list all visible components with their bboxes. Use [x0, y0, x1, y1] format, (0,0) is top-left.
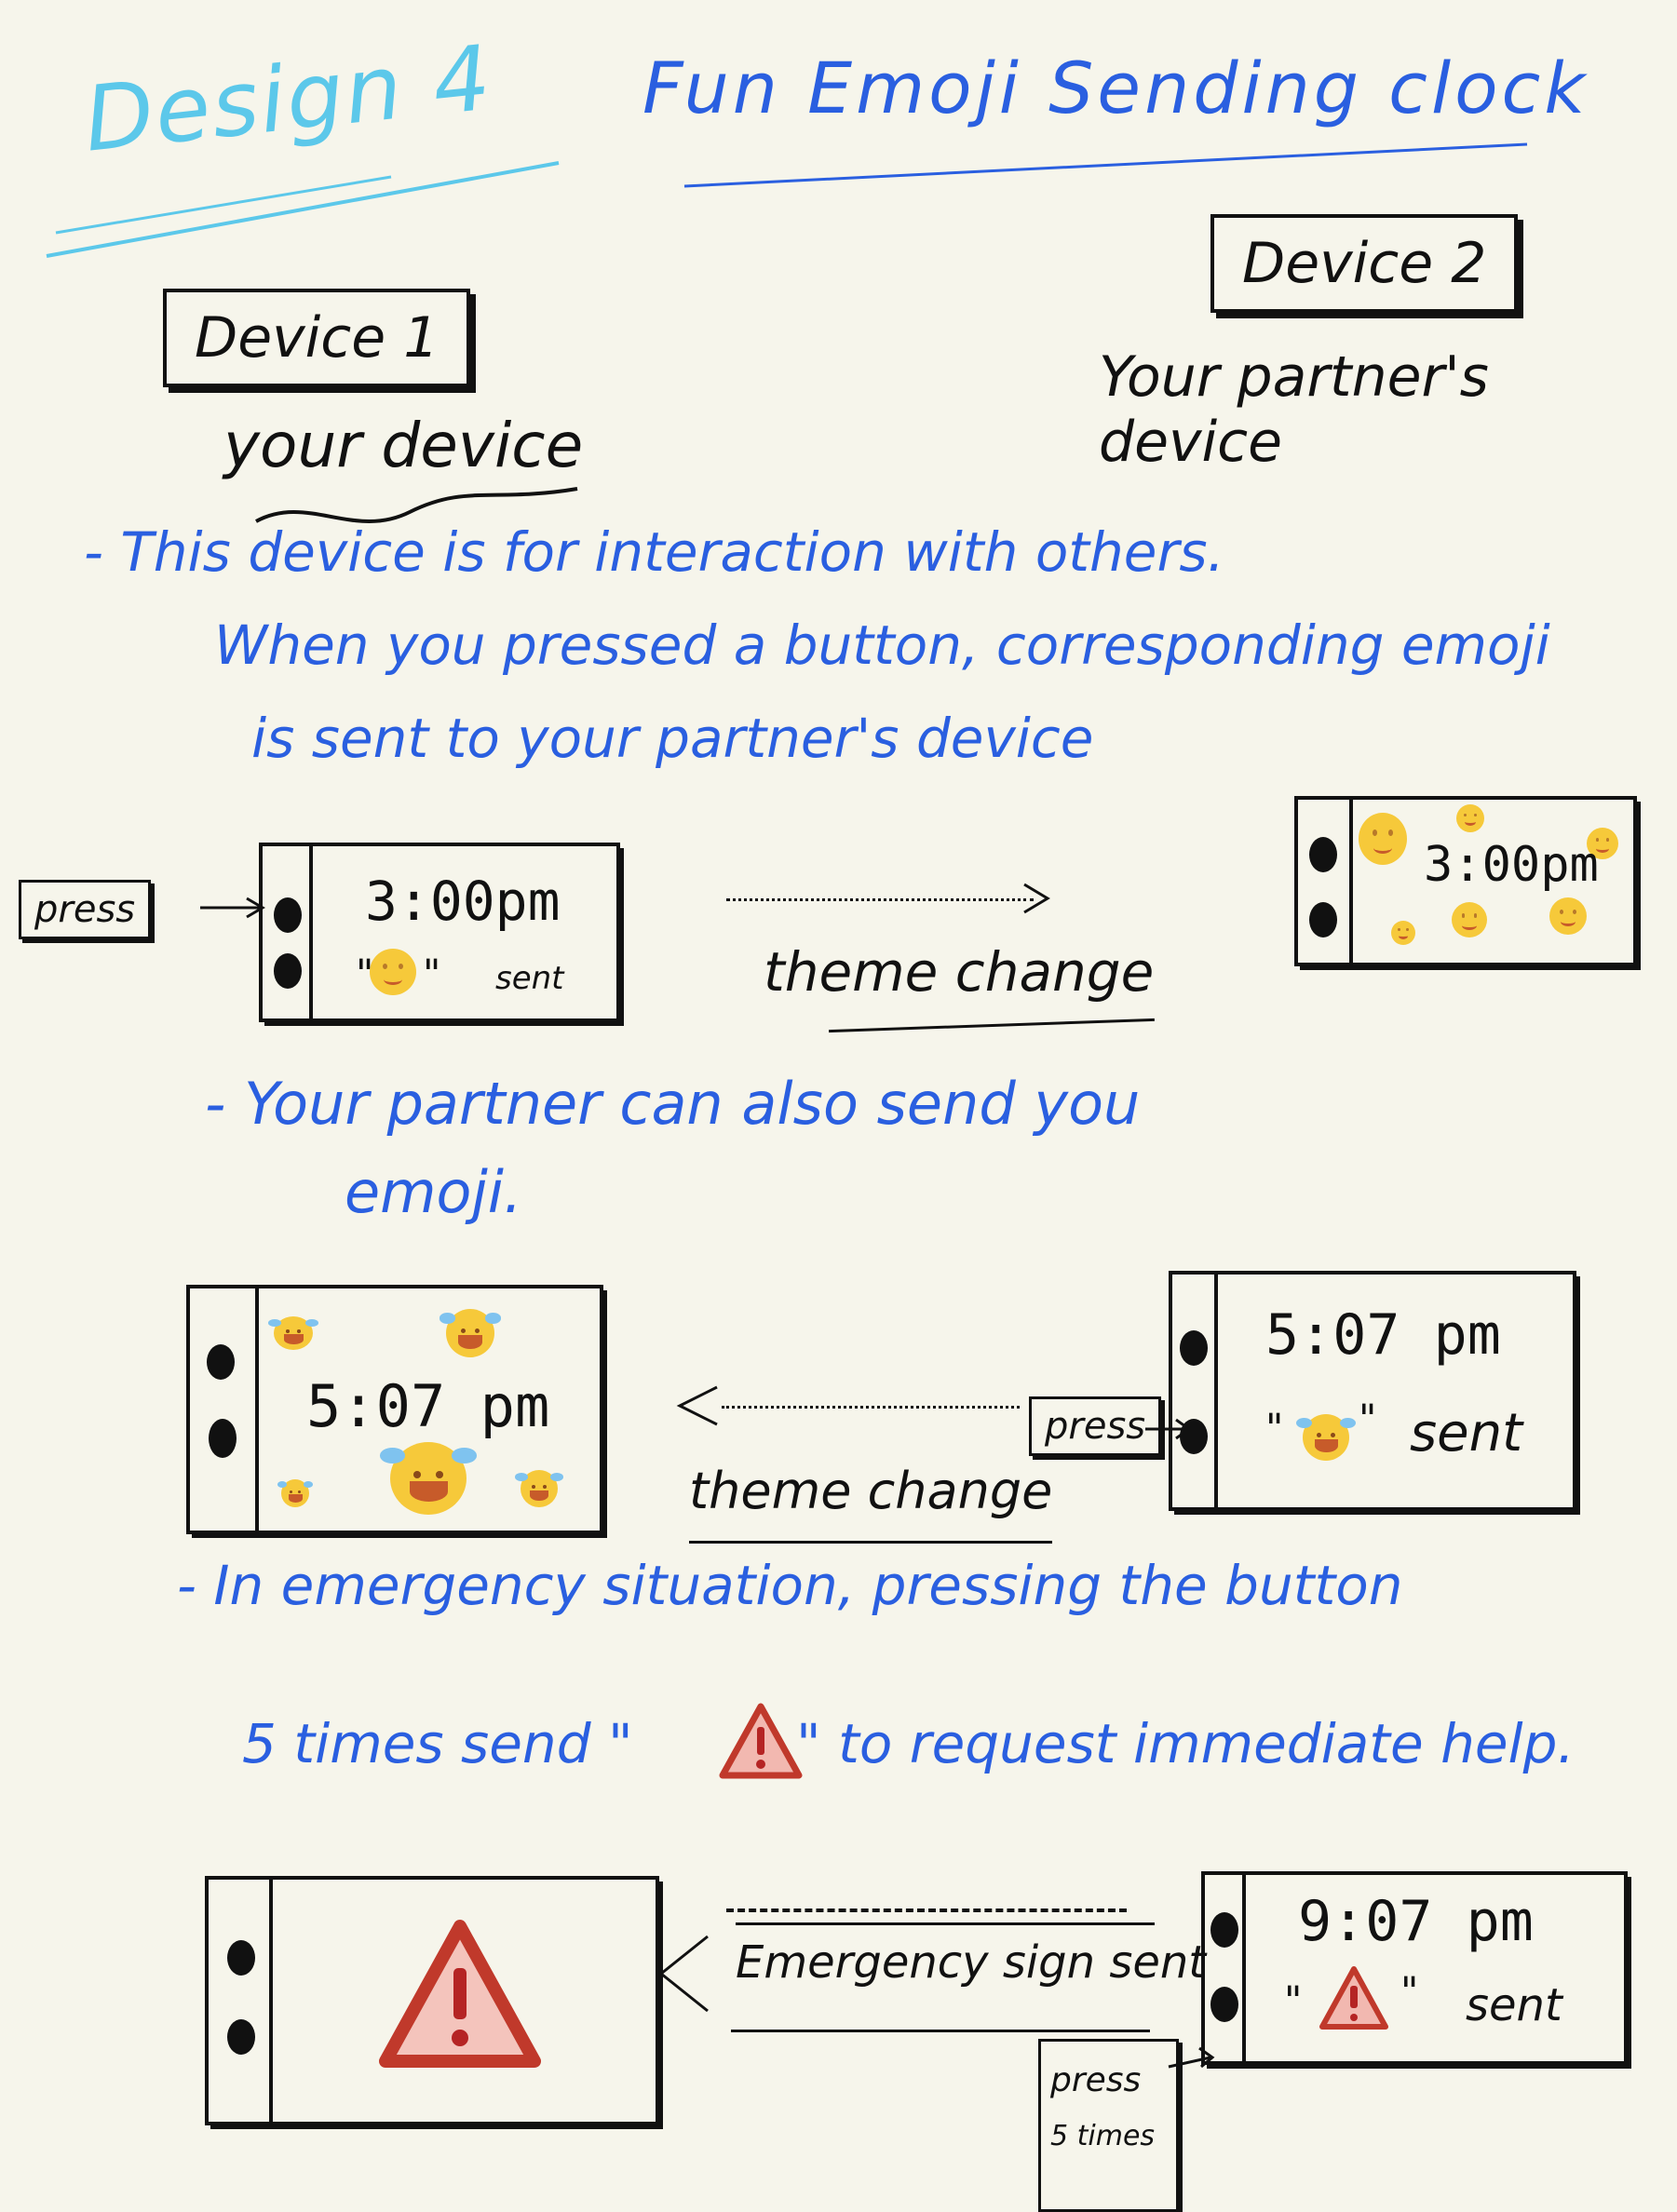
device1-caption-underline — [255, 487, 578, 523]
device-button-1[interactable] — [1180, 1330, 1208, 1366]
smiley-emoji-icon — [1549, 897, 1587, 935]
scene3-press-arrow-icon — [1168, 2046, 1215, 2069]
device1-caption: your device — [223, 410, 584, 481]
warning-triangle-icon — [379, 1920, 541, 2068]
smiley-emoji-icon — [1456, 804, 1484, 832]
warning-triangle-icon — [1319, 1966, 1388, 2030]
scene1-partner-device: 3:00pm — [1294, 796, 1637, 966]
device-button-1[interactable] — [1309, 837, 1337, 872]
scene2-press-label: press — [1029, 1396, 1162, 1456]
scene2-left-time: 5:07 pm — [306, 1372, 550, 1440]
tears-of-joy-emoji-icon — [515, 1470, 563, 1507]
scene2-arrowhead-icon — [676, 1385, 718, 1426]
note-partner-line1: - Your partner can also send you — [205, 1070, 1141, 1138]
tears-of-joy-emoji-icon — [277, 1479, 314, 1507]
scene1-right-time: 3:00pm — [1424, 837, 1599, 893]
scene3-partner-device: 9:07 pm " " sent — [1201, 1871, 1628, 2065]
note-emergency-line2-start: 5 times send " — [242, 1712, 633, 1775]
smiley-emoji-icon — [1587, 828, 1618, 859]
scene3-press-line1: press — [1050, 2061, 1142, 2099]
scene2-your-device: 5:07 pm — [186, 1285, 603, 1534]
scene2-transition-arrow — [722, 1406, 1020, 1409]
scene3-transition-underline — [731, 2030, 1150, 2032]
scene1-press-arrow-icon — [200, 897, 265, 919]
device-button-2[interactable] — [227, 2019, 255, 2055]
scene1-left-sent: sent — [495, 960, 564, 997]
scene2-transition-underline — [689, 1541, 1052, 1544]
scene2-partner-device: 5:07 pm " " sent — [1169, 1271, 1576, 1511]
scene3-right-sent: sent — [1466, 1979, 1562, 2031]
device-side-strip — [1298, 800, 1353, 963]
device-button-2[interactable] — [1180, 1419, 1208, 1454]
note-partner-line2: emoji. — [345, 1158, 522, 1226]
scene1-your-device: 3:00pm " " sent — [259, 843, 620, 1022]
quote-open: " — [356, 951, 374, 996]
tears-of-joy-emoji-icon — [1296, 1414, 1356, 1461]
device-button-2[interactable] — [1309, 902, 1337, 937]
device1-label: Device 1 — [163, 289, 471, 387]
scene1-left-time: 3:00pm — [365, 870, 561, 933]
scene1-transition-label: theme change — [764, 940, 1155, 1004]
device-side-strip — [209, 1880, 273, 2122]
main-title-underline — [683, 142, 1528, 188]
device-button-2[interactable] — [274, 953, 302, 989]
device-button-1[interactable] — [207, 1344, 235, 1380]
scene1-transition-arrow — [726, 898, 1034, 901]
tears-of-joy-emoji-icon — [268, 1316, 318, 1350]
device-side-strip — [190, 1288, 259, 1531]
quote-close: " — [1400, 1968, 1419, 2014]
device-button-2[interactable] — [1210, 1987, 1238, 2022]
scene3-right-time: 9:07 pm — [1298, 1889, 1534, 1954]
tears-of-joy-emoji-icon — [439, 1309, 502, 1357]
device-side-strip — [1205, 1875, 1246, 2061]
smiley-emoji-icon — [370, 949, 416, 995]
smiley-emoji-icon — [1359, 813, 1407, 865]
device2-label: Device 2 — [1210, 214, 1519, 313]
device-button-2[interactable] — [209, 1419, 237, 1458]
scene1-transition-underline — [829, 1018, 1155, 1033]
scene2-right-time: 5:07 pm — [1265, 1302, 1501, 1368]
smiley-emoji-icon — [1452, 902, 1487, 937]
device-side-strip — [1172, 1275, 1218, 1507]
note-emergency-line2-end: " to request immediate help. — [796, 1712, 1575, 1775]
note-interaction-line2: When you pressed a button, corresponding… — [214, 614, 1550, 677]
note-emergency-line1: - In emergency situation, pressing the b… — [177, 1554, 1403, 1617]
device-side-strip — [263, 846, 313, 1018]
device-button-1[interactable] — [274, 897, 302, 933]
scene3-your-device — [205, 1876, 659, 2125]
warning-triangle-icon — [719, 1703, 803, 1779]
scene3-press-line2: 5 times — [1050, 2119, 1156, 2152]
note-interaction-line1: - This device is for interaction with ot… — [84, 520, 1224, 584]
scene3-arrowhead-icon — [658, 1935, 709, 2013]
device-button-1[interactable] — [1210, 1912, 1238, 1948]
quote-close: " — [423, 951, 441, 996]
scene2-transition-label: theme change — [689, 1462, 1053, 1520]
device-button-1[interactable] — [227, 1940, 255, 1976]
scene3-transition-arrow — [726, 1909, 1127, 1912]
design-underline — [46, 161, 560, 258]
quote-open: " — [1284, 1977, 1303, 2023]
tears-of-joy-emoji-icon — [379, 1442, 478, 1515]
scene2-right-sent: sent — [1410, 1403, 1523, 1463]
scene3-transition-label: Emergency sign sent — [736, 1936, 1207, 1989]
scene3-press-box: press 5 times — [1038, 2039, 1179, 2212]
device2-caption: Your partner's device — [1099, 344, 1489, 475]
note-interaction-line3: is sent to your partner's device — [251, 707, 1094, 770]
scene1-press-label: press — [19, 880, 152, 939]
scene3-transition-overline — [736, 1922, 1155, 1925]
main-title: Fun Emoji Sending clock — [642, 47, 1589, 129]
smiley-emoji-icon — [1391, 921, 1415, 945]
quote-close: " — [1359, 1396, 1377, 1441]
scene1-arrowhead-icon — [1023, 883, 1050, 914]
quote-open: " — [1265, 1405, 1284, 1450]
